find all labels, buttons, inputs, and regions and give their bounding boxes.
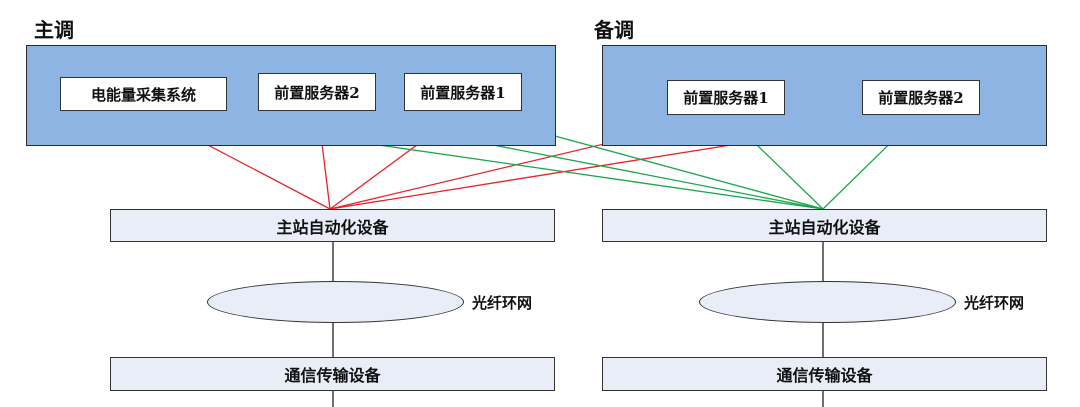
backup-site-label: 备调 — [594, 18, 634, 42]
backup-front-server-2-box: 前置服务器2 — [862, 80, 980, 115]
main-transmission-device: 通信传输设备 — [110, 357, 555, 391]
front-server-2-box: 前置服务器2 — [258, 73, 376, 111]
backup-fiber-ring-label: 光纤环网 — [964, 294, 1025, 312]
front-server-1-box: 前置服务器1 — [404, 73, 522, 111]
backup-fiber-ring — [699, 281, 956, 323]
backup-transmission-device: 通信传输设备 — [602, 357, 1047, 391]
backup-front-server-1-box: 前置服务器1 — [667, 80, 785, 115]
main-fiber-ring — [207, 281, 464, 323]
main-site-label: 主调 — [34, 18, 74, 42]
main-fiber-ring-label: 光纤环网 — [472, 294, 533, 312]
energy-collection-system-box: 电能量采集系统 — [60, 77, 227, 111]
backup-automation-device: 主站自动化设备 — [602, 209, 1047, 242]
main-automation-device: 主站自动化设备 — [110, 209, 555, 242]
